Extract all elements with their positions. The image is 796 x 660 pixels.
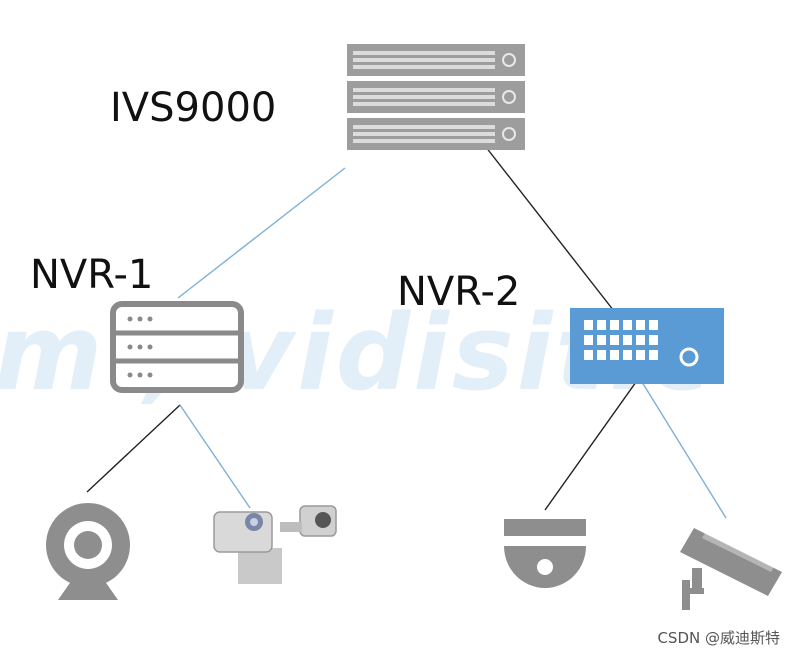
rack-server-icon [347,44,525,150]
nvr-port-grid [584,320,658,360]
nvr-port [636,350,645,360]
nvr-port [636,335,645,345]
nvr1-label: NVR-1 [30,252,154,298]
nvr-port [649,335,658,345]
nvr-port [610,335,619,345]
link-nvr1-camera1 [86,404,181,493]
server-unit [347,44,525,76]
link-server-nvr1 [177,167,346,299]
nvr-port [623,320,632,330]
nvr-port [584,335,593,345]
credit-text: CSDN @威迪斯特 [657,629,780,647]
nvr-port [584,350,593,360]
nvr-port [623,335,632,345]
nvr-port [584,320,593,330]
ptz-camera-icon [213,505,337,584]
nvr2-label: NVR-2 [397,269,521,315]
dome-camera-icon [504,519,586,588]
nvr-stack-icon [110,301,244,393]
nvr-port [597,335,606,345]
nvr-port [649,320,658,330]
nvr-port [610,320,619,330]
nvr-port [649,350,658,360]
nvr-port [597,350,606,360]
nvr-port [623,350,632,360]
nvr-device-icon [570,308,724,384]
nvr-port [636,320,645,330]
nvr-port [610,350,619,360]
link-server-nvr2 [481,141,622,321]
link-nvr2-camera4 [641,381,727,519]
webcam-icon [46,503,130,600]
server-label: IVS9000 [110,85,277,131]
link-nvr1-camera2 [179,404,251,509]
nvr-port [597,320,606,330]
server-unit [347,81,525,113]
link-nvr2-camera3 [544,381,637,511]
bullet-camera-icon [680,528,782,610]
server-unit [347,118,525,150]
